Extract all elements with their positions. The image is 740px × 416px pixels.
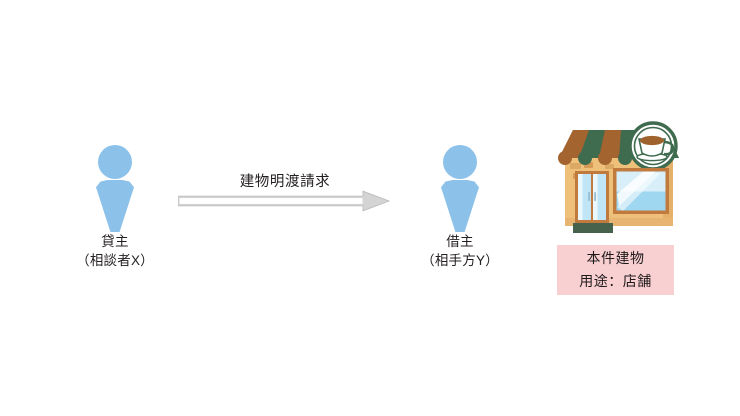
lessor-role-text: 貸主	[101, 234, 129, 249]
shop-storefront-svg	[558, 121, 679, 233]
shop-door	[575, 171, 609, 223]
property-caption-line1: 本件建物	[586, 250, 645, 266]
claim-arrow-label: 建物明渡請求	[239, 174, 331, 190]
shop-base	[565, 218, 673, 226]
shop-storefront-icon	[553, 112, 683, 237]
property-caption-line2: 用途：店舗	[579, 273, 652, 289]
shop-window	[613, 168, 669, 214]
person-body-shape	[96, 180, 134, 232]
lessor-label: 貸主 （相談者X）	[25, 232, 205, 270]
person-icon-lessee	[430, 145, 490, 237]
shop-doormat	[573, 223, 613, 233]
lessee-label: 借主 （相手方Y）	[370, 232, 550, 270]
lessor-party-text: （相談者X）	[76, 253, 154, 268]
coffee-cup-icon	[628, 121, 678, 171]
lessee-party-text: （相手方Y）	[421, 253, 499, 268]
arrow-shaft-hollow	[179, 198, 363, 204]
person-head-shape	[443, 145, 477, 179]
property-caption-box: 本件建物 用途：店舗	[557, 245, 674, 295]
person-body-shape	[441, 180, 479, 232]
claim-arrow	[177, 190, 391, 212]
person-icon-lessor	[85, 145, 145, 237]
claim-arrow-svg	[177, 190, 391, 212]
person-head-shape	[98, 145, 132, 179]
lessee-role-text: 借主	[446, 234, 474, 249]
